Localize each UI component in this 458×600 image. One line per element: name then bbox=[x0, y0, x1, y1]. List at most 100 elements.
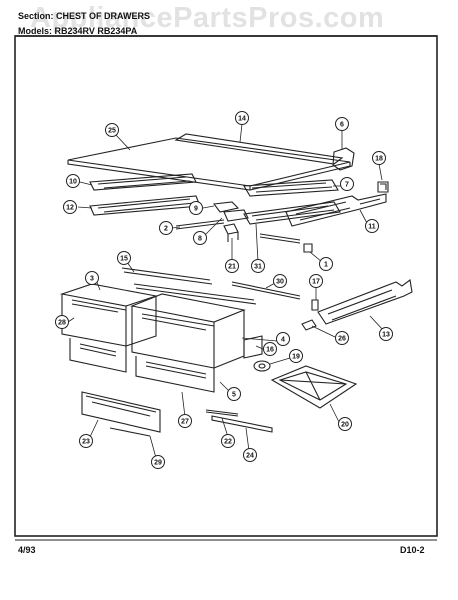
callout-number: 22 bbox=[224, 439, 232, 446]
callout-bubble bbox=[235, 111, 249, 125]
rail-right-lower bbox=[243, 201, 341, 225]
callout-18: 18 bbox=[372, 151, 386, 165]
callout-15: 15 bbox=[117, 251, 131, 265]
callout-bubble bbox=[243, 448, 257, 462]
callout-bubble bbox=[365, 219, 379, 233]
support-block bbox=[223, 223, 239, 242]
callout-number: 16 bbox=[266, 347, 274, 354]
long-rod bbox=[259, 233, 301, 244]
callout-number: 17 bbox=[312, 279, 320, 286]
callout-5: 5 bbox=[227, 387, 241, 401]
callout-bubble bbox=[379, 327, 393, 341]
callout-22: 22 bbox=[221, 434, 235, 448]
callout-number: 31 bbox=[254, 264, 262, 271]
drawer-cover bbox=[81, 391, 161, 433]
callout-12: 12 bbox=[63, 200, 77, 214]
callout-26: 26 bbox=[335, 331, 349, 345]
section-title: Section: CHEST OF DRAWERS bbox=[18, 11, 151, 21]
callout-bubble bbox=[289, 349, 303, 363]
callout-7: 7 bbox=[340, 177, 354, 191]
callout-number: 20 bbox=[341, 422, 349, 429]
callout-21: 21 bbox=[225, 259, 239, 273]
watermark: AppliancePartsPros.com bbox=[30, 2, 385, 34]
callout-bubble bbox=[372, 151, 386, 165]
callout-27: 27 bbox=[178, 414, 192, 428]
callout-bubble bbox=[189, 201, 203, 215]
callout-6: 6 bbox=[335, 117, 349, 131]
side-rail-lower bbox=[317, 279, 413, 325]
callout-number: 14 bbox=[238, 116, 246, 123]
callout-bubble bbox=[55, 315, 69, 329]
callout-1: 1 bbox=[319, 257, 333, 271]
callout-17: 17 bbox=[309, 274, 323, 288]
callout-4: 4 bbox=[276, 332, 290, 346]
roller bbox=[253, 360, 271, 372]
callout-bubble bbox=[335, 331, 349, 345]
callout-number: 7 bbox=[345, 182, 349, 189]
callout-bubble bbox=[159, 221, 173, 235]
slide-bar-24 bbox=[211, 415, 273, 433]
callout-number: 27 bbox=[181, 419, 189, 426]
callout-number: 12 bbox=[66, 205, 74, 212]
callout-number: 21 bbox=[228, 264, 236, 271]
callout-bubble bbox=[263, 342, 277, 356]
slide-bar-22 bbox=[205, 409, 239, 417]
callout-number: 10 bbox=[69, 179, 77, 186]
callout-number: 13 bbox=[382, 332, 390, 339]
callout-9: 9 bbox=[189, 201, 203, 215]
callout-number: 29 bbox=[154, 460, 162, 467]
callout-number: 3 bbox=[90, 276, 94, 283]
footer-date: 4/93 bbox=[18, 545, 36, 555]
callout-bubble bbox=[193, 231, 207, 245]
callout-25: 25 bbox=[105, 123, 119, 137]
callout-bubble bbox=[319, 257, 333, 271]
callout-31: 31 bbox=[251, 259, 265, 273]
callout-bubble bbox=[178, 414, 192, 428]
callout-bubble bbox=[340, 177, 354, 191]
callout-bubble bbox=[309, 274, 323, 288]
clip bbox=[377, 181, 389, 193]
side-rail-right bbox=[285, 193, 387, 227]
callout-number: 26 bbox=[338, 336, 346, 343]
bracket bbox=[212, 201, 240, 213]
callout-number: 5 bbox=[232, 392, 236, 399]
callout-13: 13 bbox=[379, 327, 393, 341]
small-clip bbox=[303, 243, 313, 253]
drawer-panel bbox=[243, 335, 263, 359]
end-cap bbox=[332, 147, 355, 171]
callout-30: 30 bbox=[273, 274, 287, 288]
callout-23: 23 bbox=[79, 434, 93, 448]
rail-right-upper bbox=[243, 179, 339, 197]
callout-bubble bbox=[117, 251, 131, 265]
callout-number: 9 bbox=[194, 206, 198, 213]
callout-14: 14 bbox=[235, 111, 249, 125]
callout-number: 30 bbox=[276, 279, 284, 286]
callout-number: 19 bbox=[292, 354, 300, 361]
callout-8: 8 bbox=[193, 231, 207, 245]
shelf-rod bbox=[175, 219, 225, 230]
callout-number: 2 bbox=[164, 226, 168, 233]
callout-number: 4 bbox=[281, 337, 285, 344]
bracket-2 bbox=[223, 209, 249, 222]
callout-3: 3 bbox=[85, 271, 99, 285]
callout-bubble bbox=[105, 123, 119, 137]
rail-left-upper bbox=[89, 173, 197, 191]
drawer-frame bbox=[270, 365, 358, 409]
callout-number: 1 bbox=[324, 262, 328, 269]
drawer-left bbox=[59, 283, 159, 307]
callout-bubble bbox=[276, 332, 290, 346]
callout-29: 29 bbox=[151, 455, 165, 469]
callout-10: 10 bbox=[66, 174, 80, 188]
callout-number: 6 bbox=[340, 122, 344, 129]
callout-number: 11 bbox=[368, 224, 376, 231]
callout-number: 8 bbox=[198, 236, 202, 243]
models-line: Models: RB234RV RB234PA bbox=[18, 26, 138, 36]
callout-20: 20 bbox=[338, 417, 352, 431]
fitting-26 bbox=[301, 319, 317, 331]
callout-number: 15 bbox=[120, 256, 128, 263]
divider-rod bbox=[231, 281, 301, 300]
callout-bubble bbox=[221, 434, 235, 448]
callout-number: 18 bbox=[375, 156, 383, 163]
